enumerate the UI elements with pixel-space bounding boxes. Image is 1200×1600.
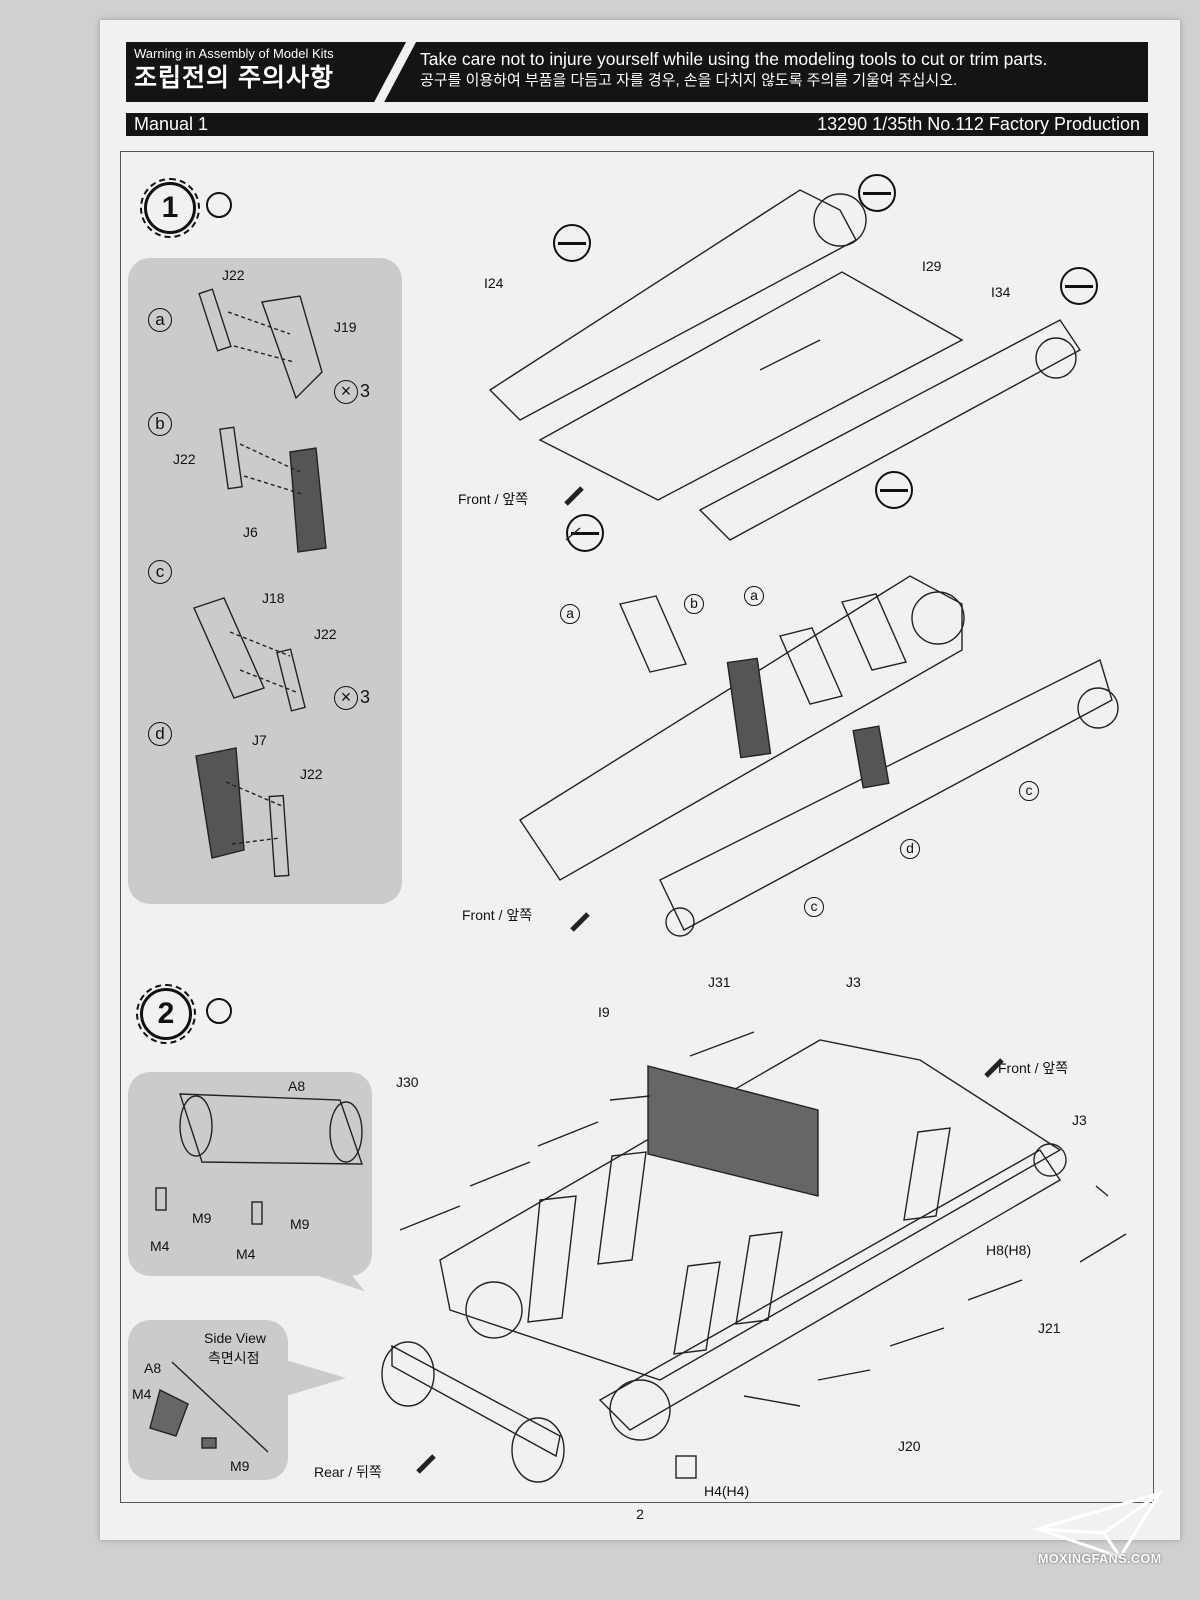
part-label-j21: J21: [1038, 1320, 1061, 1336]
quantity-c: ×3: [334, 686, 370, 710]
chassis-drawing: [439, 1039, 1067, 1441]
callout-pointer: [286, 1360, 346, 1396]
step-1-number: 1: [140, 178, 200, 238]
cement-icon: [553, 224, 591, 262]
part-label-i29: I29: [922, 258, 942, 274]
part-label-j20: J20: [898, 1438, 921, 1454]
part-label-m9-2: M9: [290, 1216, 310, 1232]
glue-icon: [206, 192, 232, 218]
warning-bar: Warning in Assembly of Model Kits 조립전의 주…: [126, 42, 1148, 102]
front-direction-label-3: Front / 앞쪽: [998, 1060, 1069, 1076]
side-view-drawing: [149, 1361, 269, 1453]
sub-c-letter: c: [148, 560, 172, 584]
front-arrow: [984, 1058, 1004, 1078]
side-view-title-en: Side View: [204, 1330, 267, 1346]
glue-icon: [206, 998, 232, 1024]
side-view-a8: A8: [144, 1360, 162, 1376]
part-label-j22-a: J22: [222, 267, 245, 283]
watermark-text: MOXINGFANS.COM: [1038, 1552, 1162, 1566]
part-label-m4-1: M4: [150, 1238, 170, 1254]
hull-floor-drawing: [488, 189, 1082, 541]
manual-number: Manual 1: [134, 114, 209, 134]
manual-bar: Manual 1 13290 1/35th No.112 Factory Pro…: [126, 113, 1148, 136]
callout-b: b: [684, 594, 704, 614]
side-view-m9: M9: [230, 1458, 250, 1474]
suspension-arms-drawing: [399, 1031, 1127, 1479]
page-number: 2: [636, 1506, 644, 1522]
front-direction-label-1: Front / 앞쪽: [458, 491, 529, 507]
part-label-j22-c: J22: [314, 626, 337, 642]
part-label-j22-d: J22: [300, 766, 323, 782]
quantity-a: ×3: [334, 380, 370, 404]
multiply-icon: ×: [334, 686, 358, 710]
paper-plane-logo: [1033, 1490, 1164, 1559]
caution-text-en: Take care not to injure yourself while u…: [420, 49, 1048, 69]
part-label-j7: J7: [252, 732, 267, 748]
part-label-m9-1: M9: [192, 1210, 212, 1226]
part-label-j18: J18: [262, 590, 285, 606]
part-label-i9: I9: [598, 1004, 610, 1020]
warning-title-en: Warning in Assembly of Model Kits: [134, 46, 334, 61]
idler-wheels-drawing: [381, 1341, 565, 1483]
warning-title-ko: 조립전의 주의사항: [134, 64, 334, 92]
sub-d-drawing: [195, 747, 290, 878]
part-label-j3-top: J3: [846, 974, 861, 990]
side-view-m4: M4: [132, 1386, 152, 1402]
caution-text-ko: 공구를 이용하여 부품을 다듬고 자를 경우, 손을 다치지 않도록 주의를 기…: [420, 72, 958, 89]
hull-assembled-drawing: [519, 575, 1119, 937]
part-label-j6: J6: [243, 524, 258, 540]
callout-c: c: [804, 897, 824, 917]
part-label-j30: J30: [396, 1074, 419, 1090]
part-label-j22-b: J22: [173, 451, 196, 467]
instruction-page: Warning in Assembly of Model Kits 조립전의 주…: [100, 20, 1180, 1540]
part-label-h8: H8(H8): [986, 1242, 1032, 1258]
sub-c-drawing: [193, 597, 306, 712]
side-view-panel: [128, 1320, 288, 1480]
front-arrow: [570, 912, 590, 932]
sub-a-letter: a: [148, 308, 172, 332]
callout-a: a: [560, 604, 580, 624]
front-direction-label-2: Front / 앞쪽: [462, 907, 533, 923]
step-2-number: 2: [136, 984, 196, 1044]
cement-icon: [566, 514, 604, 552]
part-label-j19: J19: [334, 319, 357, 335]
cement-icon: [858, 174, 896, 212]
content-frame: [120, 151, 1154, 1503]
part-label-i24: I24: [484, 275, 504, 291]
part-label-m4-2: M4: [236, 1246, 256, 1262]
sub-d-letter: d: [148, 722, 172, 746]
rear-arrow: [416, 1454, 436, 1474]
part-label-a8: A8: [288, 1078, 306, 1094]
sub-b-letter: b: [148, 412, 172, 436]
sub-b-drawing: [219, 426, 327, 553]
cement-icon: [1060, 267, 1098, 305]
part-label-j3-right: J3: [1072, 1112, 1087, 1128]
rear-direction-label: Rear / 뒤쪽: [314, 1464, 382, 1480]
product-title: 13290 1/35th No.112 Factory Production: [817, 114, 1140, 134]
part-label-j31: J31: [708, 974, 731, 990]
step-2-detail-panel: [128, 1072, 372, 1276]
multiply-icon: ×: [334, 380, 358, 404]
callout-a: a: [744, 586, 764, 606]
cement-icon: [875, 471, 913, 509]
callout-d: d: [900, 839, 920, 859]
part-label-i34: I34: [991, 284, 1011, 300]
step-1-subassembly-panel: [128, 258, 402, 904]
sub-a-drawing: [198, 288, 323, 400]
callout-c: c: [1019, 781, 1039, 801]
side-view-title-ko: 측면시점: [208, 1350, 260, 1366]
panel-a8-drawing: [155, 1093, 363, 1225]
part-label-h4: H4(H4): [704, 1483, 750, 1499]
front-arrow: [564, 486, 584, 506]
